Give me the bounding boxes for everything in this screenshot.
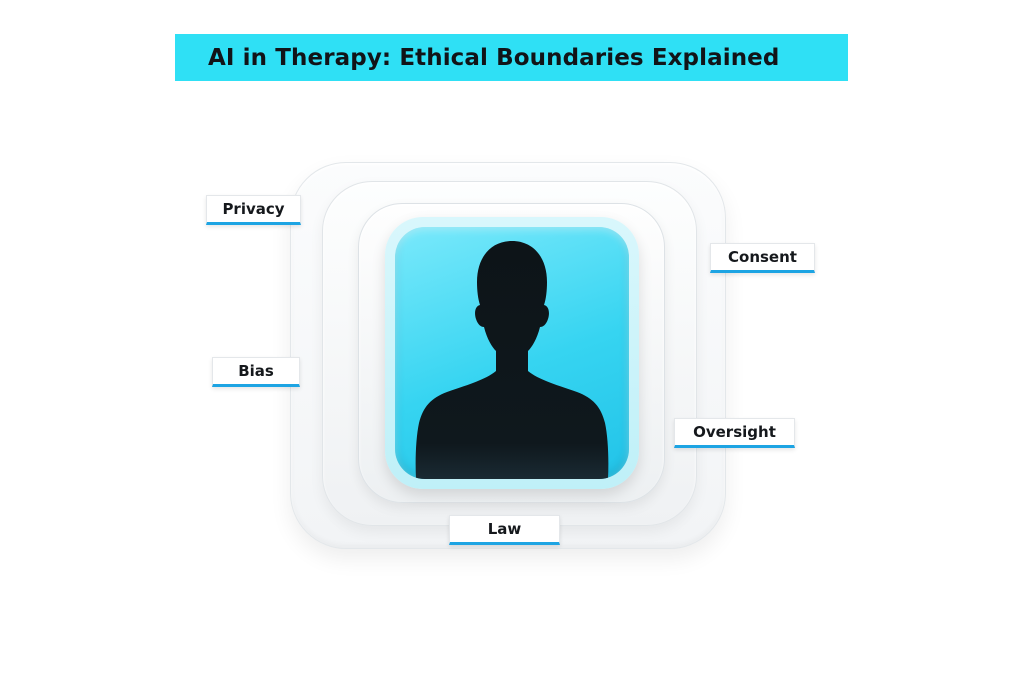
label-privacy: Privacy: [206, 195, 301, 225]
label-oversight: Oversight: [674, 418, 795, 448]
label-law: Law: [449, 515, 560, 545]
label-bias: Bias: [212, 357, 300, 387]
core-frame: [385, 217, 639, 489]
core-screen: [395, 227, 629, 479]
person-silhouette-icon: [415, 241, 609, 479]
page-title: AI in Therapy: Ethical Boundaries Explai…: [208, 44, 780, 71]
title-banner: AI in Therapy: Ethical Boundaries Explai…: [175, 34, 848, 81]
label-consent: Consent: [710, 243, 815, 273]
